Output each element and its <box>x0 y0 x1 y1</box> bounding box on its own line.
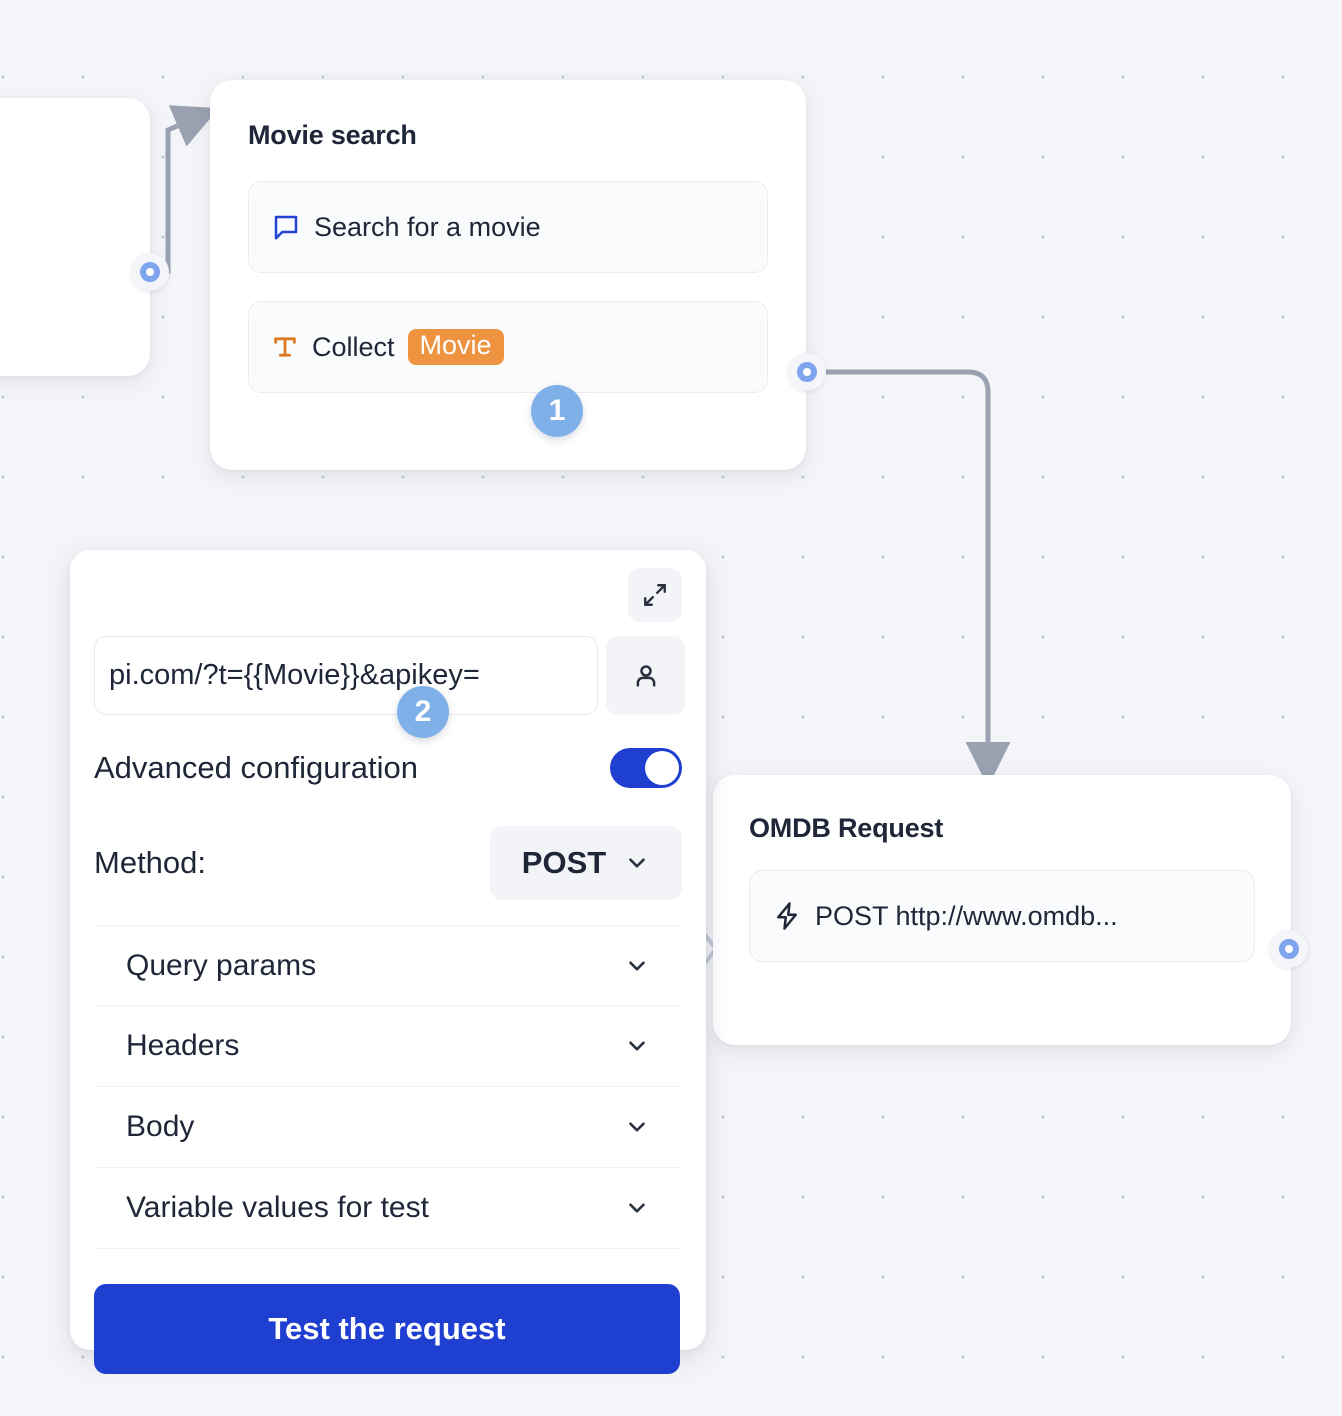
chevron-down-icon[interactable] <box>624 953 650 979</box>
section-label: Headers <box>126 1029 240 1062</box>
edge-movie-search-to-omdb <box>823 369 1011 787</box>
section-headers[interactable]: Headers <box>94 1006 682 1087</box>
node-row-post-request[interactable]: POST http://www.omdb... <box>749 870 1255 962</box>
chevron-down-icon[interactable] <box>624 1195 650 1221</box>
chevron-down-icon[interactable] <box>624 1033 650 1059</box>
person-icon <box>631 661 661 691</box>
chevron-down-icon[interactable] <box>624 1114 650 1140</box>
node-row-search-for-a-movie[interactable]: Search for a movie <box>248 181 768 273</box>
method-label: Method: <box>94 845 207 880</box>
step-badge-2: 2 <box>397 686 449 738</box>
section-label: Body <box>126 1110 195 1143</box>
node-row-label-text: Collect <box>312 331 395 362</box>
chevron-down-icon <box>624 850 650 876</box>
request-url-input[interactable]: pi.com/?t={{Movie}}&apikey= <box>94 636 598 715</box>
node-row-label-text: POST http://www.omdb... <box>815 900 1118 931</box>
advanced-configuration-row[interactable]: Advanced configuration <box>94 744 682 792</box>
section-variable-values-for-test[interactable]: Variable values for test <box>94 1168 682 1249</box>
section-query-params[interactable]: Query params <box>94 925 682 1006</box>
node-previous-step[interactable] <box>0 98 150 376</box>
step-badge-1: 1 <box>531 385 583 437</box>
request-config-panel[interactable]: pi.com/?t={{Movie}}&apikey= Advanced con… <box>70 550 706 1350</box>
advanced-configuration-toggle[interactable] <box>610 748 682 788</box>
node-row-label-text: Search for a movie <box>314 211 541 242</box>
edge-left-to-movie-search <box>165 105 219 275</box>
method-select[interactable]: POST <box>490 826 682 900</box>
url-row[interactable]: pi.com/?t={{Movie}}&apikey= <box>94 636 685 715</box>
advanced-configuration-label: Advanced configuration <box>94 750 419 785</box>
select-user-variable-button[interactable] <box>606 636 685 715</box>
lightning-bolt-icon <box>772 901 802 931</box>
section-label: Variable values for test <box>126 1191 429 1224</box>
method-select-value: POST <box>521 845 607 880</box>
port-omdb-request-output[interactable] <box>1270 930 1308 968</box>
node-omdb-request-title: OMDB Request <box>749 813 944 843</box>
port-movie-search-output[interactable] <box>788 353 826 391</box>
section-label: Query params <box>126 948 317 982</box>
text-T-icon <box>271 333 299 361</box>
speech-bubble-icon <box>271 212 301 242</box>
port-previous-step-output[interactable] <box>131 253 169 291</box>
section-body[interactable]: Body <box>94 1087 682 1168</box>
method-row: Method: POST <box>94 826 682 900</box>
node-movie-search-title: Movie search <box>248 120 417 150</box>
config-sections: Query params Headers Body <box>94 925 682 1249</box>
expand-panel-button[interactable] <box>628 568 682 622</box>
test-the-request-button[interactable]: Test the request <box>94 1284 680 1374</box>
expand-diagonal-icon <box>642 582 668 608</box>
node-row-collect-movie[interactable]: Collect Movie <box>248 301 768 393</box>
node-omdb-request[interactable]: OMDB Request POST http://www.omdb... <box>713 775 1291 1045</box>
variable-chip-movie[interactable]: Movie <box>407 329 504 365</box>
node-movie-search[interactable]: Movie search Search for a movie <box>210 80 806 470</box>
